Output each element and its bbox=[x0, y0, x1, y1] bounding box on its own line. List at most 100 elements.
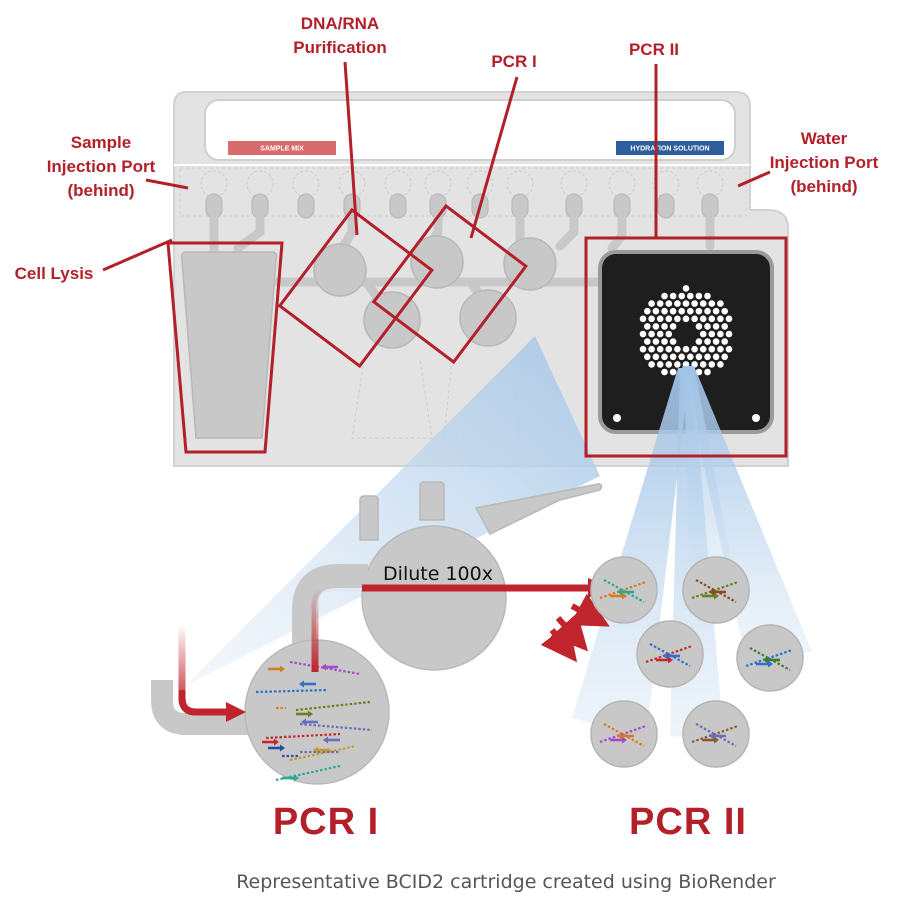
hydration-label: HYDRATION SOLUTION bbox=[630, 146, 709, 153]
pcr1-box bbox=[371, 203, 528, 365]
dilution-flask bbox=[359, 481, 603, 671]
pcr2-top-label: PCR II bbox=[629, 40, 679, 59]
array-well bbox=[699, 361, 707, 368]
array-well bbox=[721, 338, 728, 345]
array-well bbox=[682, 345, 690, 353]
sample-port-label-1: Sample bbox=[71, 133, 131, 152]
array-well bbox=[708, 361, 716, 368]
array-well bbox=[669, 307, 677, 315]
array-well bbox=[704, 338, 711, 345]
purification-well-1 bbox=[313, 243, 367, 297]
array-well bbox=[661, 353, 668, 361]
array-well bbox=[721, 323, 728, 330]
callouts bbox=[102, 61, 788, 458]
array-well bbox=[652, 353, 660, 361]
array-well bbox=[691, 345, 698, 353]
array-well bbox=[674, 345, 681, 353]
array-well bbox=[674, 361, 681, 368]
array-well bbox=[704, 323, 711, 330]
water-port-label-2: Injection Port bbox=[770, 153, 879, 172]
cell-lysis-label: Cell Lysis bbox=[15, 264, 94, 283]
cell-lysis-box bbox=[166, 241, 284, 454]
array-well bbox=[695, 292, 703, 300]
array-well bbox=[699, 300, 707, 307]
array-well bbox=[648, 330, 655, 338]
array-well bbox=[682, 315, 690, 323]
dna-strand bbox=[295, 700, 371, 712]
dna-strand bbox=[645, 644, 693, 664]
array-well bbox=[725, 345, 733, 353]
array-well bbox=[708, 300, 716, 307]
array-well bbox=[725, 315, 733, 323]
pcr1-top-label: PCR I bbox=[491, 52, 536, 71]
array-well bbox=[656, 361, 664, 368]
array-well bbox=[669, 323, 677, 330]
dna-strand bbox=[265, 732, 341, 740]
array-well bbox=[712, 338, 720, 345]
array-well bbox=[708, 330, 716, 338]
array-well bbox=[656, 330, 664, 338]
dna-strand bbox=[599, 580, 647, 600]
array-well bbox=[721, 307, 728, 315]
dna-strand bbox=[255, 688, 329, 694]
array-well bbox=[644, 307, 651, 315]
dna-strand bbox=[745, 648, 793, 668]
pcr2-well bbox=[682, 556, 750, 624]
array-well bbox=[699, 345, 707, 353]
dna-strand bbox=[599, 724, 647, 744]
hydration-bar: HYDRATION SOLUTION bbox=[616, 141, 724, 155]
array-well bbox=[639, 330, 647, 338]
array-well bbox=[669, 338, 677, 345]
cartridge: SAMPLE MIX HYDRATION SOLUTION bbox=[173, 91, 789, 467]
array-well bbox=[661, 307, 668, 315]
array-well bbox=[661, 292, 668, 300]
array-well bbox=[669, 368, 677, 376]
array-well bbox=[687, 353, 694, 361]
array-well bbox=[708, 345, 716, 353]
sample-port-label-2: Injection Port bbox=[47, 157, 156, 176]
dna-strand bbox=[299, 722, 373, 732]
array-well bbox=[712, 353, 720, 361]
array-well bbox=[721, 353, 728, 361]
array-well bbox=[639, 345, 647, 353]
array-well bbox=[691, 300, 698, 307]
array-well bbox=[704, 353, 711, 361]
pcr1-strands bbox=[255, 660, 373, 782]
array-well bbox=[704, 307, 711, 315]
pcr2-well bbox=[636, 620, 704, 688]
sample-mix-bar: SAMPLE MIX bbox=[228, 141, 336, 155]
caption: Representative BCID2 cartridge created u… bbox=[236, 871, 776, 893]
array-well bbox=[652, 338, 660, 345]
dna-strand bbox=[691, 580, 739, 600]
dilution-well bbox=[503, 237, 557, 291]
array-well bbox=[704, 292, 711, 300]
pcr2-well bbox=[590, 556, 658, 624]
pcr2-well bbox=[682, 700, 750, 768]
array-well bbox=[678, 353, 685, 361]
array-well bbox=[682, 300, 690, 307]
array-well bbox=[661, 368, 668, 376]
array-well bbox=[725, 330, 733, 338]
pcr2-well bbox=[736, 624, 804, 692]
pcr2-well bbox=[590, 700, 658, 768]
array-well bbox=[665, 330, 673, 338]
pcr1-big-label: PCR I bbox=[273, 801, 379, 843]
array-well bbox=[652, 307, 660, 315]
array-well bbox=[656, 315, 664, 323]
array-well bbox=[695, 353, 703, 361]
array-well bbox=[644, 323, 651, 330]
purification-well-2 bbox=[363, 291, 421, 349]
pcr2-big-label: PCR II bbox=[629, 801, 747, 843]
port-nozzle bbox=[297, 193, 315, 219]
array-well bbox=[669, 353, 677, 361]
array-well bbox=[699, 330, 707, 338]
array-well bbox=[656, 300, 664, 307]
array-well bbox=[695, 368, 703, 376]
dilute-label: Dilute 100x bbox=[383, 563, 493, 585]
array-well bbox=[665, 361, 673, 368]
lysis-chamber bbox=[180, 251, 278, 439]
array-well bbox=[717, 330, 724, 338]
array-well bbox=[678, 292, 685, 300]
array-well bbox=[674, 300, 681, 307]
